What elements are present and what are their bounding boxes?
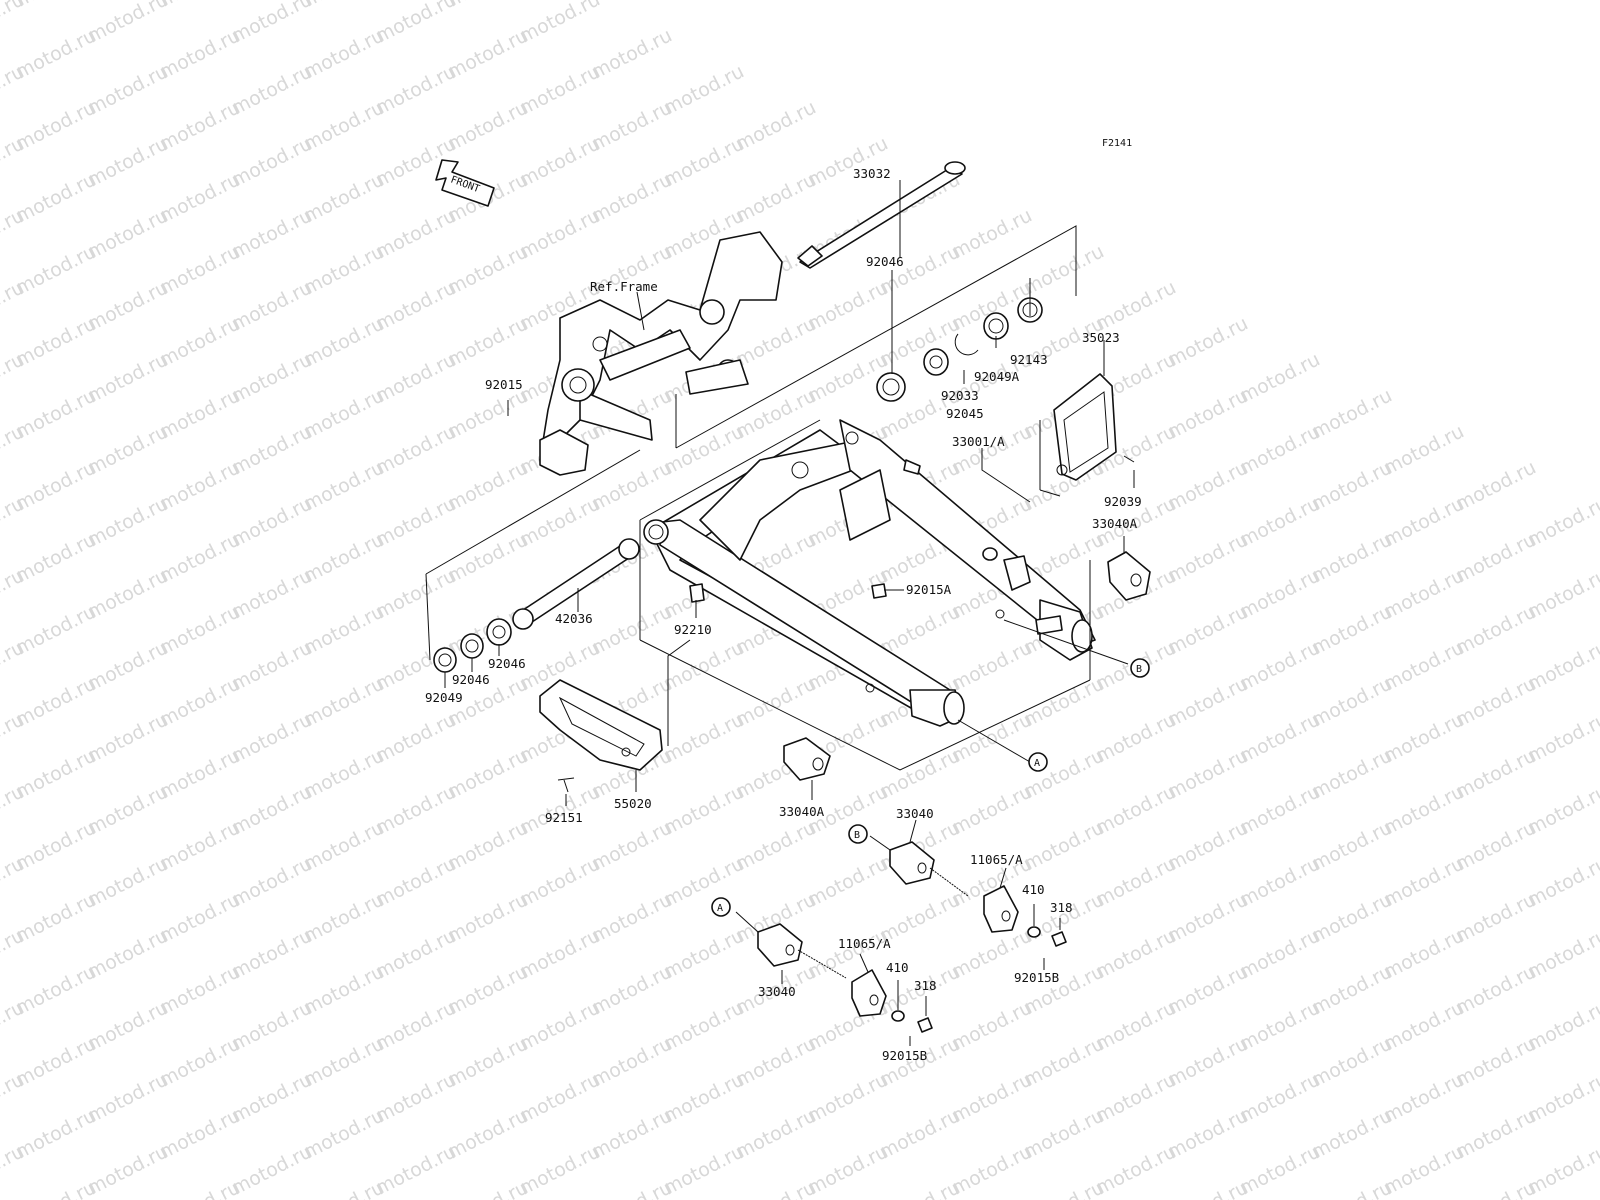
adjuster-block-33040a-bottom [783,737,831,781]
label-318-lower: 318 [914,978,937,993]
label-318-upper: 318 [1050,900,1073,915]
label-92015a: 92015A [906,582,952,597]
svg-text:B: B [854,830,860,841]
label-33001a: 33001/A [952,434,1005,449]
adjuster-assembly-upper [889,841,1067,947]
pivot-shaft-33032 [797,161,966,269]
swingarm-33001a [643,419,1096,727]
label-55020: 55020 [614,796,652,811]
chain-slider-55020 [539,679,663,793]
label-92046-b: 92046 [452,672,490,687]
label-92039: 92039 [1104,494,1142,509]
ref-frame-label: Ref.Frame [590,279,658,294]
leader-lines [444,180,1135,1046]
chain-guide-35023 [1053,373,1135,481]
label-92143: 92143 [1010,352,1048,367]
label-33040-lower: 33040 [758,984,796,999]
label-92015b-lower: 92015B [882,1048,927,1063]
label-92210: 92210 [674,622,712,637]
front-arrow-icon: FRONT [435,159,495,207]
part-labels: Ref.Frame 33032 92015 92046 92045 92033 … [425,166,1142,1063]
label-92015: 92015 [485,377,523,392]
svg-text:B: B [1136,664,1142,675]
label-92046-top: 92046 [866,254,904,269]
label-33040a-right: 33040A [1092,516,1138,531]
label-33040-upper: 33040 [896,806,934,821]
callout-a-upper: A [1028,752,1048,772]
figure-code: F2141 [1102,138,1132,149]
nut-92015a [871,583,887,599]
label-33040a-bottom: 33040A [779,804,825,819]
frame-section [539,231,783,476]
reference-box-lines [425,225,1091,771]
pivot-left-bearings [433,618,512,673]
adjuster-block-33040a-right [1107,551,1151,601]
label-35023: 35023 [1082,330,1120,345]
adjuster-assembly-lower [757,923,933,1033]
label-33032: 33032 [853,166,891,181]
svg-text:A: A [1034,758,1040,769]
callout-b-lower: B [848,824,868,844]
label-11065a-lower: 11065/A [838,936,891,951]
pivot-right-bearings [876,297,1043,402]
label-42036: 42036 [555,611,593,626]
svg-text:A: A [717,903,723,914]
label-92046-a: 92046 [488,656,526,671]
label-92151: 92151 [545,810,583,825]
pivot-collar-42036 [512,538,640,630]
label-92049: 92049 [425,690,463,705]
label-92015b-upper: 92015B [1014,970,1059,985]
callout-a-lower: A [711,897,731,917]
label-92045: 92045 [946,406,984,421]
label-410-lower: 410 [886,960,909,975]
bolt-92210 [689,583,705,603]
label-11065a-upper: 11065/A [970,852,1023,867]
label-92033: 92033 [941,388,979,403]
label-92049a: 92049A [974,369,1020,384]
label-410-upper: 410 [1022,882,1045,897]
callout-b-upper: B [1130,658,1150,678]
